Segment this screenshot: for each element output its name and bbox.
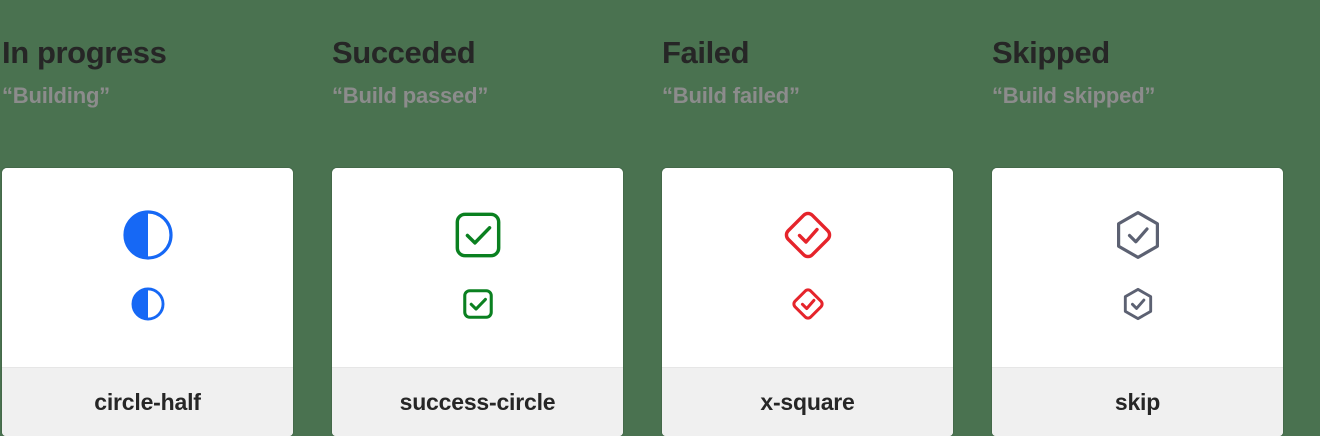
icon-preview-area [332, 168, 623, 367]
icon-card-success-circle[interactable]: success-circle [332, 168, 623, 436]
icon-preview-area [992, 168, 1283, 367]
icon-name-label: x-square [760, 388, 855, 415]
icon-card-skip[interactable]: skip [992, 168, 1283, 436]
icon-preview-area [662, 168, 953, 367]
x-square-icon [782, 209, 834, 261]
skip-icon [1112, 209, 1164, 261]
column-header-failed: Failed “Build failed” [662, 0, 990, 168]
icon-card-footer: circle-half [2, 367, 293, 436]
column-header-in-progress: In progress “Building” [2, 0, 330, 168]
status-title: In progress [2, 35, 167, 70]
status-column-failed: Failed “Build failed” [660, 0, 990, 436]
column-header-succeded: Succeded “Build passed” [332, 0, 660, 168]
skip-icon-small [1121, 287, 1155, 321]
status-column-in-progress: In progress “Building” [0, 0, 330, 436]
status-quote: “Build failed” [662, 83, 800, 108]
status-quote: “Building” [2, 83, 110, 108]
status-title: Succeded [332, 35, 476, 70]
circle-half-icon [122, 209, 174, 261]
status-quote: “Build passed” [332, 83, 489, 108]
icon-card-footer: skip [992, 367, 1283, 436]
status-quote: “Build skipped” [992, 83, 1156, 108]
icon-name-label: success-circle [399, 388, 556, 415]
icon-card-footer: x-square [662, 367, 953, 436]
success-circle-icon [452, 209, 504, 261]
success-circle-icon-small [461, 287, 495, 321]
column-header-skipped: Skipped “Build skipped” [992, 0, 1320, 168]
status-column-skipped: Skipped “Build skipped” [990, 0, 1320, 436]
icon-card-x-square[interactable]: x-square [662, 168, 953, 436]
icon-card-circle-half[interactable]: circle-half [2, 168, 293, 436]
status-title: Skipped [992, 35, 1110, 70]
icon-preview-area [2, 168, 293, 367]
icon-name-label: circle-half [94, 388, 201, 415]
circle-half-icon-small [131, 287, 165, 321]
icon-card-footer: success-circle [332, 367, 623, 436]
status-column-succeded: Succeded “Build passed” [330, 0, 660, 436]
x-square-icon-small [791, 287, 825, 321]
icon-name-label: skip [1114, 388, 1161, 415]
status-title: Failed [662, 35, 750, 70]
